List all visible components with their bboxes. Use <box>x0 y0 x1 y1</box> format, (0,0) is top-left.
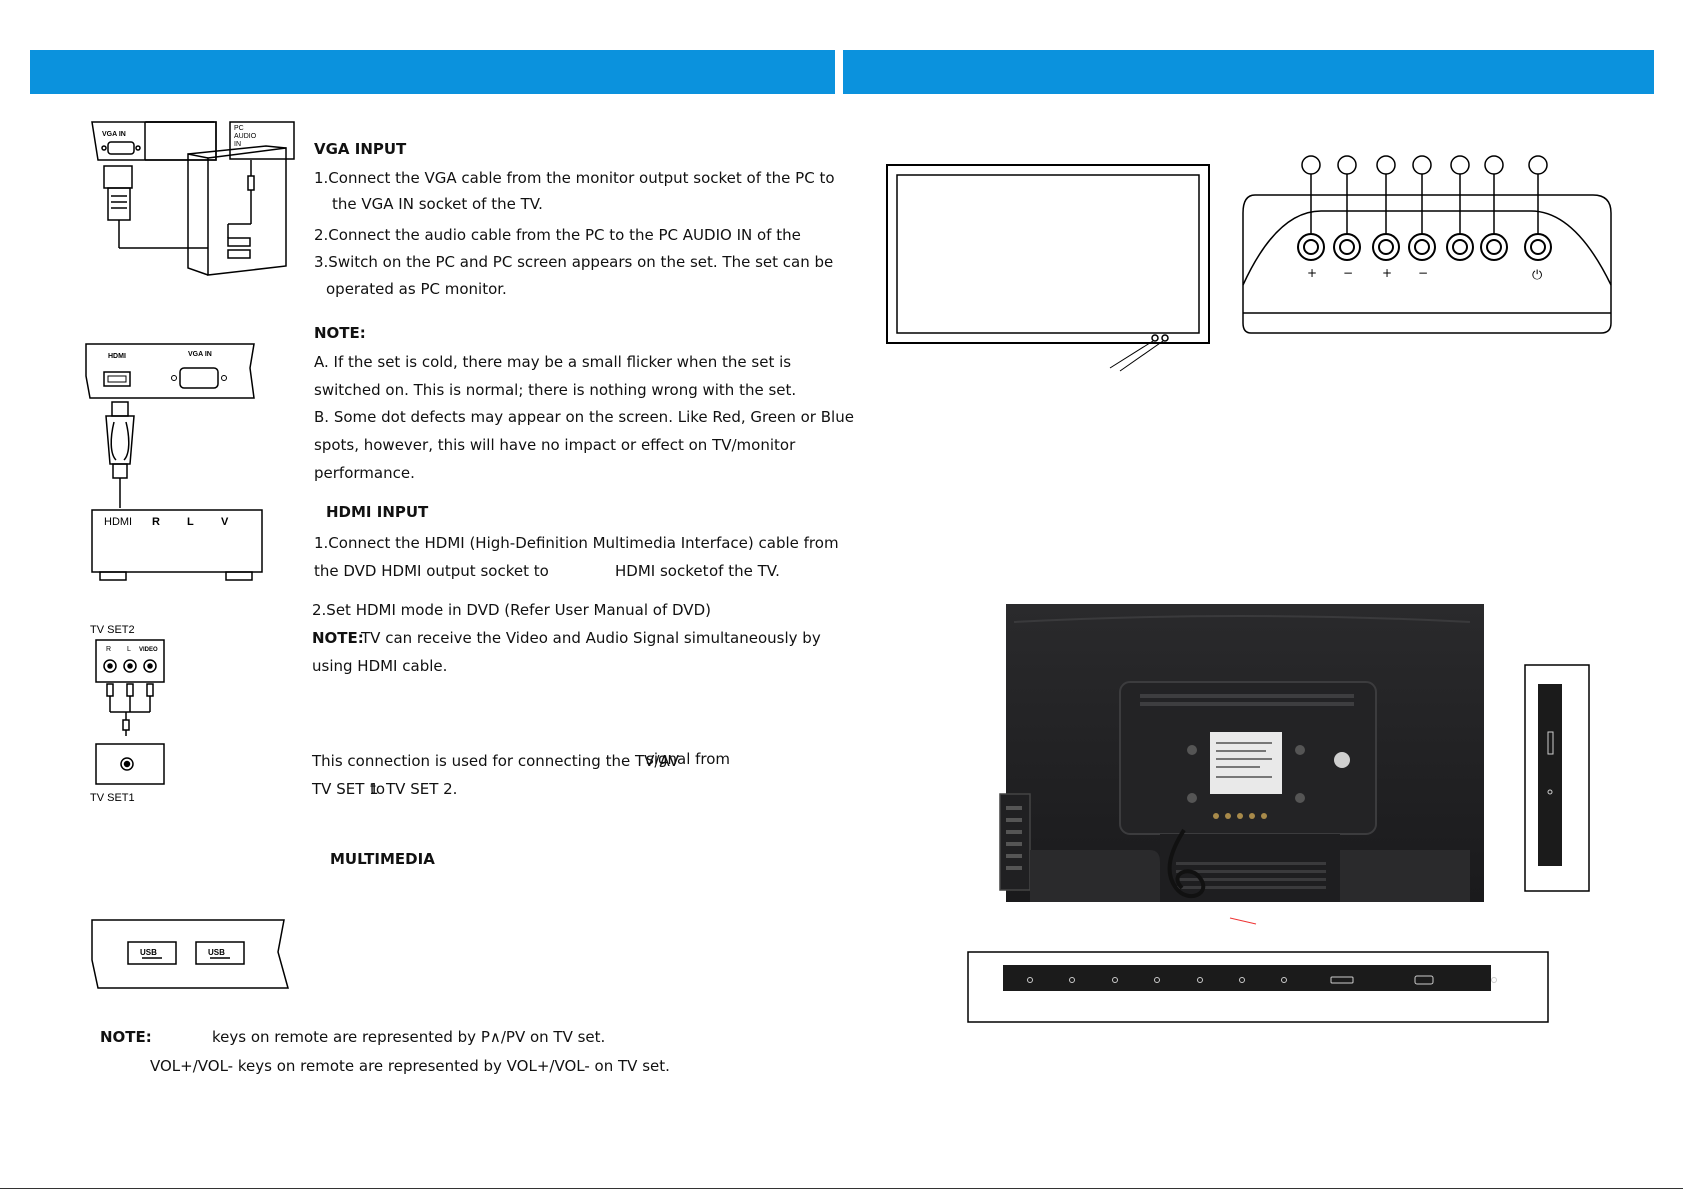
av-line2a: TV SET 1 <box>312 780 379 798</box>
av-line1: This connection is used for connecting t… <box>312 752 680 770</box>
dvd-r-label: R <box>152 516 160 528</box>
tvset2-label: TV SET2 <box>90 624 135 636</box>
av-r-label: R <box>106 646 111 653</box>
pc-audio-label: PC <box>234 125 244 132</box>
note1-title: NOTE: <box>314 324 366 342</box>
vga-step1b: the VGA IN socket of the TV. <box>332 195 543 213</box>
vga-step2-end: . <box>776 226 781 244</box>
hdmi-step2: 2.Set HDMI mode in DVD (Refer User Manua… <box>312 601 711 619</box>
av-line1b: signal from <box>646 750 731 768</box>
av-diagram: R L VIDEO <box>95 639 165 785</box>
btn-sign-4: − <box>1418 266 1428 280</box>
vga-step1a: 1.Connect the VGA cable from the monitor… <box>314 169 835 187</box>
hdmi-port-label: HDMI <box>108 353 126 360</box>
vga-title: VGA INPUT <box>314 140 407 158</box>
vga-in-label: VGA IN <box>102 131 126 138</box>
header-band-right <box>843 50 1654 94</box>
hdmi-cable <box>105 401 135 508</box>
tvset1-label: TV SET1 <box>90 792 135 804</box>
btn-sign-3: + <box>1382 266 1392 280</box>
usb-panel: USB USB <box>91 919 289 989</box>
vga-step3b: operated as PC monitor. <box>326 280 507 298</box>
vga-step2: 2.Connect the audio cable from the PC to… <box>314 226 801 244</box>
side-port-panel <box>1524 664 1590 892</box>
dvd-hdmi-label: HDMI <box>104 516 132 528</box>
vga-step3a: 3.Switch on the PC and PC screen appears… <box>314 253 834 271</box>
av-line2b: to <box>370 780 386 798</box>
tv-rear-photo <box>999 604 1484 925</box>
hdmi-step1b: the DVD HDMI output socket to <box>314 562 549 580</box>
btn-sign-1: + <box>1307 266 1317 280</box>
av-video-label: VIDEO <box>139 647 158 653</box>
note2-line2: VOL+/VOL- keys on remote are represented… <box>150 1057 670 1075</box>
note1-b1: B. Some dot defects may appear on the sc… <box>314 408 854 426</box>
pc-audio-label2: AUDIO <box>234 133 257 140</box>
hdmi-note-label: NOTE: <box>312 629 364 647</box>
note1-b2: spots, however, this will have no impact… <box>314 436 796 454</box>
hdmi-step1a: 1.Connect the HDMI (High-Definition Mult… <box>314 534 839 552</box>
header-band-left <box>30 50 835 94</box>
page-bottom-rule <box>0 1188 1683 1189</box>
vga-pc-diagram: VGA IN PC AUDIO IN <box>91 121 295 276</box>
hdmi-step1c: HDMI socket <box>615 562 709 580</box>
power-icon: ⏻ <box>1532 268 1542 283</box>
hdmi-note-text: TV can receive the Video and Audio Signa… <box>361 629 821 647</box>
btn-sign-2: − <box>1343 266 1353 280</box>
note1-a2: switched on. This is normal; there is no… <box>314 381 797 399</box>
dvd-l-label: L <box>187 516 194 528</box>
bottom-port-strip <box>967 951 1549 1023</box>
dvd-box: HDMI R L V <box>91 509 263 581</box>
pc-audio-label3: IN <box>234 141 241 148</box>
hdmi-vga-panel: HDMI VGA IN <box>85 343 255 399</box>
note2-line1: keys on remote are represented by P∧/PV … <box>212 1028 606 1046</box>
av-l-label: L <box>127 646 131 653</box>
multimedia-title: MULTIMEDIA <box>330 850 435 868</box>
hdmi-step1d: of the TV. <box>709 562 780 580</box>
side-control-panel: + − + − ⏻ <box>1242 155 1612 334</box>
note1-b3: performance. <box>314 464 415 482</box>
av-line2c: TV SET 2. <box>386 780 458 798</box>
hdmi-note-text2: using HDMI cable. <box>312 657 448 675</box>
note2-label: NOTE: <box>100 1028 152 1046</box>
vga-port-label: VGA IN <box>188 351 212 358</box>
tv-front-view <box>886 164 1210 372</box>
note1-a1: A. If the set is cold, there may be a sm… <box>314 353 792 371</box>
hdmi-title: HDMI INPUT <box>326 503 429 521</box>
usb2-label: USB <box>208 948 225 957</box>
dvd-v-label: V <box>221 516 229 528</box>
usb1-label: USB <box>140 948 157 957</box>
